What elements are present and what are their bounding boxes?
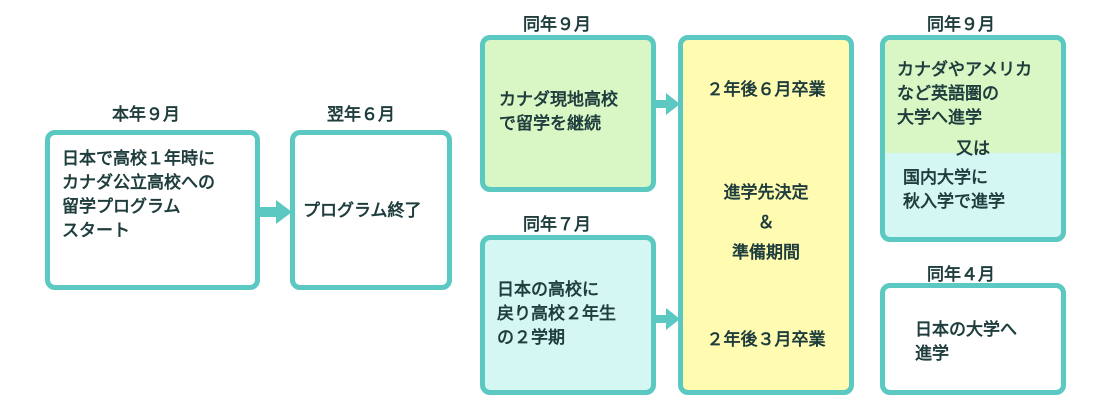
- start-line-4: スタート: [62, 221, 130, 241]
- university-abroad-box: カナダやアメリカ など英語圏の 大学へ進学 又は 国内大学に 秋入学で進学: [880, 35, 1066, 242]
- label-same-year-september-top: 同年９月: [523, 15, 591, 35]
- abroad-lower-text: 国内大学に 秋入学で進学: [903, 166, 1005, 214]
- decision-line-3: 準備期間: [732, 243, 800, 263]
- university-japan-box: 日本の大学へ 進学: [880, 283, 1066, 395]
- abroad-line-3: 大学へ進学: [897, 108, 982, 128]
- decision-preparation-text: 進学先決定 ＆ 準備期間: [683, 178, 849, 268]
- return-line-2: 戻り高校２年生: [497, 304, 616, 324]
- return-line-1: 日本の高校に: [497, 280, 599, 300]
- graduation-june-text: ２年後６月卒業: [706, 80, 826, 100]
- label-this-year-september: 本年９月: [112, 105, 180, 125]
- label-same-year-september-right: 同年９月: [927, 15, 995, 35]
- abroad-line-2: など英語圏の: [897, 84, 999, 104]
- label-next-year-june: 翌年６月: [327, 105, 395, 125]
- label-same-year-april: 同年４月: [927, 265, 995, 285]
- japan-line-1: 日本の大学へ: [915, 320, 1017, 340]
- continue-line-1: カナダ現地高校: [499, 90, 618, 110]
- start-line-1: 日本で高校１年時に: [62, 149, 215, 169]
- continue-canada-box: カナダ現地高校 で留学を継続: [480, 35, 656, 192]
- start-line-2: カナダ公立高校への: [62, 173, 215, 193]
- program-end-box: プログラム終了: [290, 130, 452, 290]
- return-line-3: の２学期: [497, 328, 565, 348]
- abroad-or-text: 又は: [956, 139, 990, 159]
- abroad-upper-text: カナダやアメリカ など英語圏の 大学へ進学: [897, 58, 1032, 130]
- abroad-line-4: 国内大学に: [903, 168, 988, 188]
- graduation-march-text: ２年後３月卒業: [706, 330, 826, 350]
- arrow-start-to-end: [258, 200, 292, 224]
- label-same-year-july: 同年７月: [523, 215, 591, 235]
- decision-line-1: 進学先決定: [723, 183, 809, 203]
- japan-line-2: 進学: [915, 344, 949, 364]
- start-line-3: 留学プログラム: [62, 197, 181, 217]
- start-program-box: 日本で高校１年時に カナダ公立高校への 留学プログラム スタート: [45, 130, 260, 290]
- abroad-line-5: 秋入学で進学: [903, 192, 1005, 212]
- arrow-return-to-middle: [654, 308, 680, 330]
- graduation-preparation-box: ２年後６月卒業 進学先決定 ＆ 準備期間 ２年後３月卒業: [678, 35, 854, 395]
- abroad-line-1: カナダやアメリカ: [897, 60, 1033, 80]
- abroad-green-area: [885, 40, 1061, 153]
- arrow-continue-to-middle: [654, 93, 680, 115]
- return-japan-box: 日本の高校に 戻り高校２年生 の２学期: [480, 235, 656, 395]
- decision-line-2: ＆: [757, 213, 775, 233]
- continue-line-2: で留学を継続: [499, 114, 601, 134]
- program-end-text: プログラム終了: [303, 201, 422, 221]
